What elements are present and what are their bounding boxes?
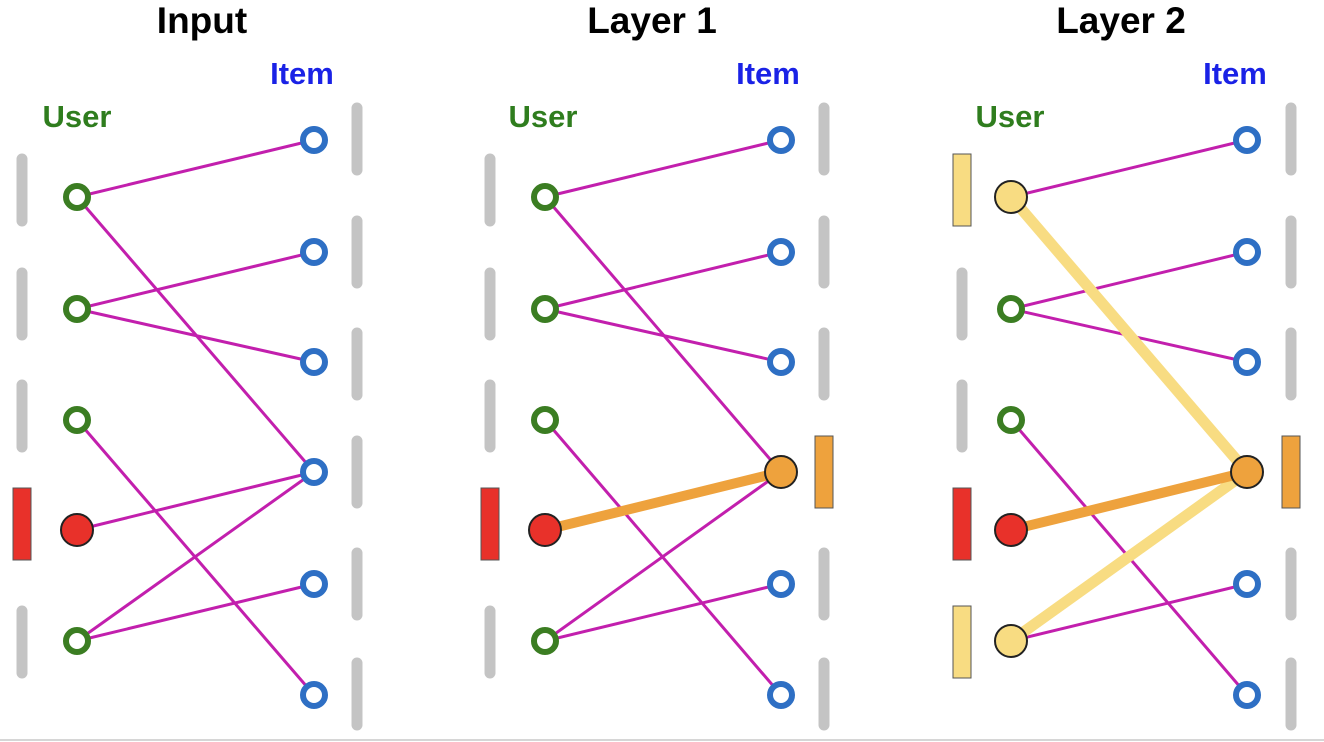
panel-title: Layer 1 [587, 0, 717, 41]
item-node-hop1 [764, 455, 798, 489]
edge-user4-item3 [544, 470, 782, 643]
item-node [300, 126, 328, 154]
user-node-hop2 [994, 624, 1028, 658]
edge-user3-item3 [76, 470, 315, 532]
user-label: User [43, 99, 112, 134]
user-label: User [509, 99, 578, 134]
edge-user4-item4 [544, 582, 782, 643]
panel-title: Layer 2 [1056, 0, 1186, 41]
user-node [531, 183, 559, 211]
user-embedding-bar-hop2 [952, 153, 972, 227]
user-node [531, 295, 559, 323]
embedding-bars [12, 102, 363, 731]
item-node [300, 681, 328, 709]
user-node [63, 627, 91, 655]
propagation-edge-hop1 [1009, 467, 1249, 535]
item-node [300, 238, 328, 266]
edge-user1-item1 [1010, 250, 1248, 311]
user-node [531, 406, 559, 434]
edge-user1-item1 [544, 250, 782, 311]
item-node [1233, 126, 1261, 154]
edges [75, 138, 316, 696]
user-node-target [994, 513, 1028, 547]
edges [1006, 138, 1252, 696]
user-node [531, 627, 559, 655]
nodes [528, 126, 798, 709]
panel-layer-1: Layer 1 User Item [480, 0, 834, 731]
item-node [767, 238, 795, 266]
item-node [1233, 238, 1261, 266]
item-node [300, 458, 328, 486]
edge-user4-item4 [76, 582, 315, 643]
panel-title: Input [157, 0, 247, 41]
nodes [60, 126, 328, 709]
user-node [63, 295, 91, 323]
edge-user1-item1 [76, 250, 315, 311]
item-node [1233, 348, 1261, 376]
item-label: Item [736, 56, 800, 91]
user-node-target [528, 513, 562, 547]
item-node [1233, 570, 1261, 598]
edge-user4-item4 [1010, 582, 1248, 643]
user-node [63, 406, 91, 434]
bottom-divider [0, 739, 1324, 741]
item-node [1233, 681, 1261, 709]
edges [543, 138, 783, 696]
item-embedding-bar-hop1 [814, 435, 834, 509]
propagation-edge-hop2 [1007, 467, 1251, 646]
edge-user4-item3 [76, 470, 315, 643]
user-node-target [60, 513, 94, 547]
item-label: Item [270, 56, 334, 91]
item-node [300, 570, 328, 598]
nodes [994, 126, 1264, 709]
user-node [997, 406, 1025, 434]
panel-layer-2: Layer 2 User Item [952, 0, 1301, 731]
item-node [767, 126, 795, 154]
edge-user0-item0 [544, 138, 782, 199]
edge-user1-item2 [76, 307, 315, 364]
edge-user0-item0 [1010, 138, 1248, 199]
user-embedding-bar-target [12, 487, 32, 561]
item-embedding-bar-hop1 [1281, 435, 1301, 509]
item-node [767, 348, 795, 376]
item-node [767, 570, 795, 598]
user-node [63, 183, 91, 211]
propagation-edge-hop1 [543, 467, 783, 535]
user-node [997, 295, 1025, 323]
user-label: User [976, 99, 1045, 134]
edge-user1-item2 [544, 307, 782, 364]
user-embedding-bar-hop2 [952, 605, 972, 679]
user-node-hop2 [994, 180, 1028, 214]
item-node-hop1 [1230, 455, 1264, 489]
item-label: Item [1203, 56, 1267, 91]
embedding-bars [480, 102, 834, 731]
propagation-edge-hop2 [1006, 193, 1252, 476]
embedding-bars [952, 102, 1301, 731]
edge-user0-item0 [76, 138, 315, 199]
item-node [767, 681, 795, 709]
user-embedding-bar-target [480, 487, 500, 561]
panel-input: Input User Item [12, 0, 363, 731]
item-node [300, 348, 328, 376]
user-embedding-bar-target [952, 487, 972, 561]
